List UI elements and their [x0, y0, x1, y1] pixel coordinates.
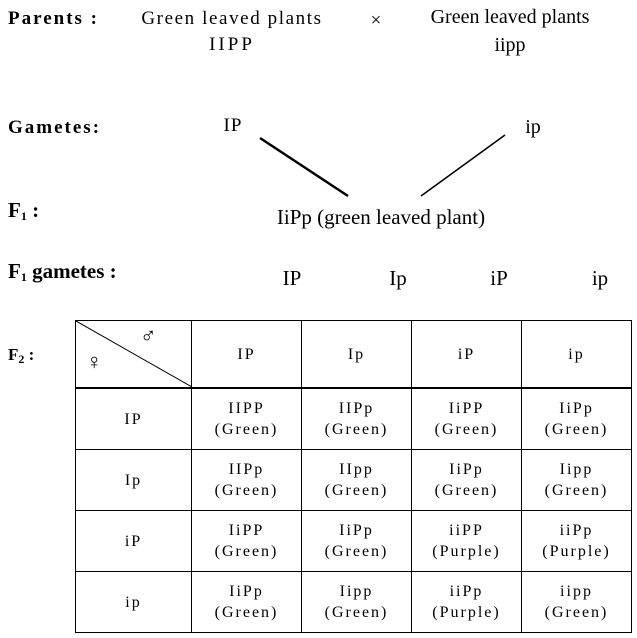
cell-genotype: IiPp — [559, 400, 594, 417]
f1-gametes-label-sub: 1 — [20, 270, 27, 284]
cell-phenotype: (Green) — [214, 604, 279, 621]
right-parent-genotype: iipp — [494, 34, 526, 56]
cell-phenotype: (Green) — [214, 421, 279, 438]
f2-label-colon: : — [24, 345, 35, 364]
column-header: Ip — [301, 320, 412, 389]
cell-phenotype: (Green) — [214, 543, 279, 560]
diagonal-line — [76, 321, 192, 387]
punnett-cell: iipp (Green) — [521, 571, 632, 633]
gametes-label: Gametes: — [8, 117, 102, 138]
cell-genotype: IIPP — [228, 400, 265, 417]
right-parent-phenotype: Green leaved plants — [430, 6, 590, 28]
cell-genotype: IiPp — [449, 461, 484, 478]
right-gamete-line — [420, 134, 506, 197]
f1-gametes-label-rest: gametes : — [26, 259, 117, 283]
cell-phenotype: (Green) — [324, 421, 389, 438]
cell-genotype: Iipp — [339, 583, 374, 600]
f2-label: F2 : — [8, 345, 34, 367]
cell-phenotype: (Green) — [324, 482, 389, 499]
f1-gametes-label-main: F — [8, 259, 21, 283]
punnett-cell: IiPp (Green) — [191, 571, 302, 633]
cell-genotype: iiPP — [449, 522, 484, 539]
cell-phenotype: (Green) — [324, 604, 389, 621]
f1-gametes-label: F1 gametes : — [8, 259, 117, 285]
left-parent-gamete: IP — [223, 115, 243, 136]
cell-phenotype: (Green) — [544, 421, 609, 438]
cell-genotype: IiPp — [339, 522, 374, 539]
cell-phenotype: (Green) — [324, 543, 389, 560]
cross-symbol: × — [370, 10, 382, 31]
punnett-row: iP IiPP(Green) IiPp(Green) iiPP(Purple) … — [75, 510, 632, 572]
row-header: ip — [75, 571, 192, 633]
punnett-cell: IIPp (Green) — [301, 387, 412, 450]
punnett-cell: IIpp (Green) — [301, 449, 412, 511]
f1-gamete-3: iP — [490, 266, 508, 290]
punnett-row: IP IIPP (Green) IIPp (Green) IiPP (Green) I… — [75, 387, 632, 450]
punnett-cell: iiPp (Purple) — [521, 510, 632, 572]
cell-genotype: iiPp — [559, 522, 594, 539]
female-symbol-icon: ♀ — [86, 349, 103, 374]
punnett-cell: IiPP (Green) — [411, 387, 522, 450]
male-symbol-icon: ♂ — [140, 323, 157, 348]
cell-phenotype: (Purple) — [432, 604, 501, 621]
cell-genotype: iiPp — [449, 583, 484, 600]
cell-genotype: IiPP — [228, 522, 265, 539]
right-parent-gamete: ip — [525, 116, 541, 138]
row-header: IP — [75, 387, 192, 450]
punnett-square: ♀ ♂ IP Ip iP ip IP IIPP (Green) IIPp (Gree… — [75, 320, 632, 633]
cell-genotype: IiPP — [448, 400, 485, 417]
f1-label: F1 : — [8, 198, 39, 224]
left-parent-phenotype: Green leaved plants — [141, 8, 323, 29]
cell-phenotype: (Green) — [434, 482, 499, 499]
punnett-cell: IiPp (Green) — [411, 449, 522, 511]
cell-phenotype: (Purple) — [542, 543, 611, 560]
punnett-row: Ip IIPp (Green) IIpp (Green) IiPp (Green) I… — [75, 449, 632, 511]
punnett-corner-cell: ♀ ♂ — [75, 320, 192, 389]
cell-phenotype: (Purple) — [432, 543, 501, 560]
f1-label-main: F — [8, 198, 21, 222]
column-header: ip — [521, 320, 632, 389]
punnett-cell: Iipp (Green) — [521, 449, 632, 511]
corner-diagonal — [76, 321, 192, 387]
f1-gamete-4: ip — [591, 266, 609, 290]
cross-lines — [259, 134, 506, 198]
column-header: IP — [191, 320, 302, 389]
punnett-cell: IIPp (Green) — [191, 449, 302, 511]
left-gamete-line — [259, 136, 349, 198]
cell-phenotype: (Green) — [544, 482, 609, 499]
punnett-header-row: ♀ ♂ IP Ip iP ip — [75, 320, 632, 389]
f1-label-sub: 1 — [20, 209, 27, 223]
f1-gamete-2: Ip — [389, 266, 407, 290]
left-parent-genotype: IIPP — [209, 34, 255, 55]
column-header: iP — [411, 320, 522, 389]
punnett-cell: IIPP (Green) — [191, 387, 302, 450]
f2-label-main: F — [8, 345, 19, 364]
f1-genotype-text: IiPp (green leaved plant) — [276, 205, 486, 229]
cell-genotype: iipp — [560, 583, 593, 600]
row-header: iP — [75, 510, 192, 572]
parents-label: Parents : — [8, 8, 99, 29]
punnett-cell: IiPp (Green) — [301, 510, 412, 572]
f1-gamete-1: IP — [282, 266, 302, 290]
cell-genotype: IiPp — [229, 583, 264, 600]
punnett-cell: IiPP (Green) — [191, 510, 302, 572]
punnett-row: ip IiPp(Green) Iipp(Green) iiPp(Purple) … — [75, 571, 632, 633]
cell-genotype: IIPp — [228, 461, 265, 478]
cell-genotype: Iipp — [559, 461, 594, 478]
punnett-cell: Iipp (Green) — [301, 571, 412, 633]
punnett-cell: IiPp (Green) — [521, 387, 632, 450]
cell-genotype: IIpp — [339, 461, 374, 478]
cell-phenotype: (Green) — [434, 421, 499, 438]
row-header: Ip — [75, 449, 192, 511]
punnett-cell: iiPp (Purple) — [411, 571, 522, 633]
punnett-cell: iiPP (Purple) — [411, 510, 522, 572]
cell-phenotype: (Green) — [214, 482, 279, 499]
f1-label-colon: : — [26, 198, 40, 222]
cell-genotype: IIPp — [338, 400, 375, 417]
cell-phenotype: (Green) — [544, 604, 609, 621]
f2-label-sub: 2 — [18, 352, 25, 366]
